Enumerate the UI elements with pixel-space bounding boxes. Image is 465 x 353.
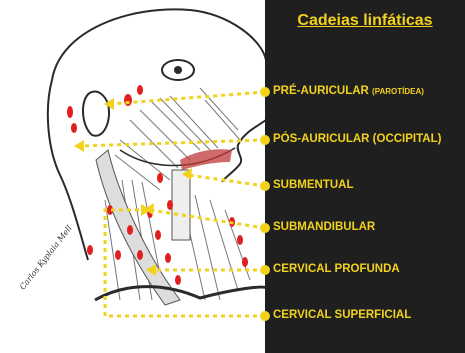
- arrowheads: [74, 98, 192, 276]
- arrowhead-pre-auricular: [104, 98, 114, 110]
- label-pre-auricular: PRÉ-AURICULAR (PAROTÍDEA): [273, 85, 424, 97]
- leader-lines: [80, 92, 265, 316]
- leader-pre-auricular: [110, 92, 265, 104]
- leader-dots: [260, 87, 270, 321]
- leader-submentual: [188, 175, 265, 186]
- label-cervical-profunda: CERVICAL PROFUNDA: [273, 263, 400, 275]
- leader-cervical-superficial: [105, 210, 265, 316]
- label-submentual: SUBMENTUAL: [273, 179, 354, 191]
- arrowhead-cervical-profunda: [146, 264, 156, 276]
- leader-pos-auricular: [80, 140, 265, 146]
- label-cervical-superficial: CERVICAL SUPERFICIAL: [273, 309, 411, 321]
- label-submandibular: SUBMANDIBULAR: [273, 221, 375, 233]
- arrowhead-pos-auricular: [74, 140, 84, 152]
- label-pre-auricular-name: PRÉ-AURICULAR: [273, 85, 369, 97]
- arrowhead-submentual: [182, 168, 192, 180]
- leader-submandibular: [150, 210, 265, 228]
- label-pre-auricular-note: (PAROTÍDEA): [372, 87, 424, 96]
- label-pos-auricular: PÓS-AURICULAR (OCCIPITAL): [273, 133, 441, 145]
